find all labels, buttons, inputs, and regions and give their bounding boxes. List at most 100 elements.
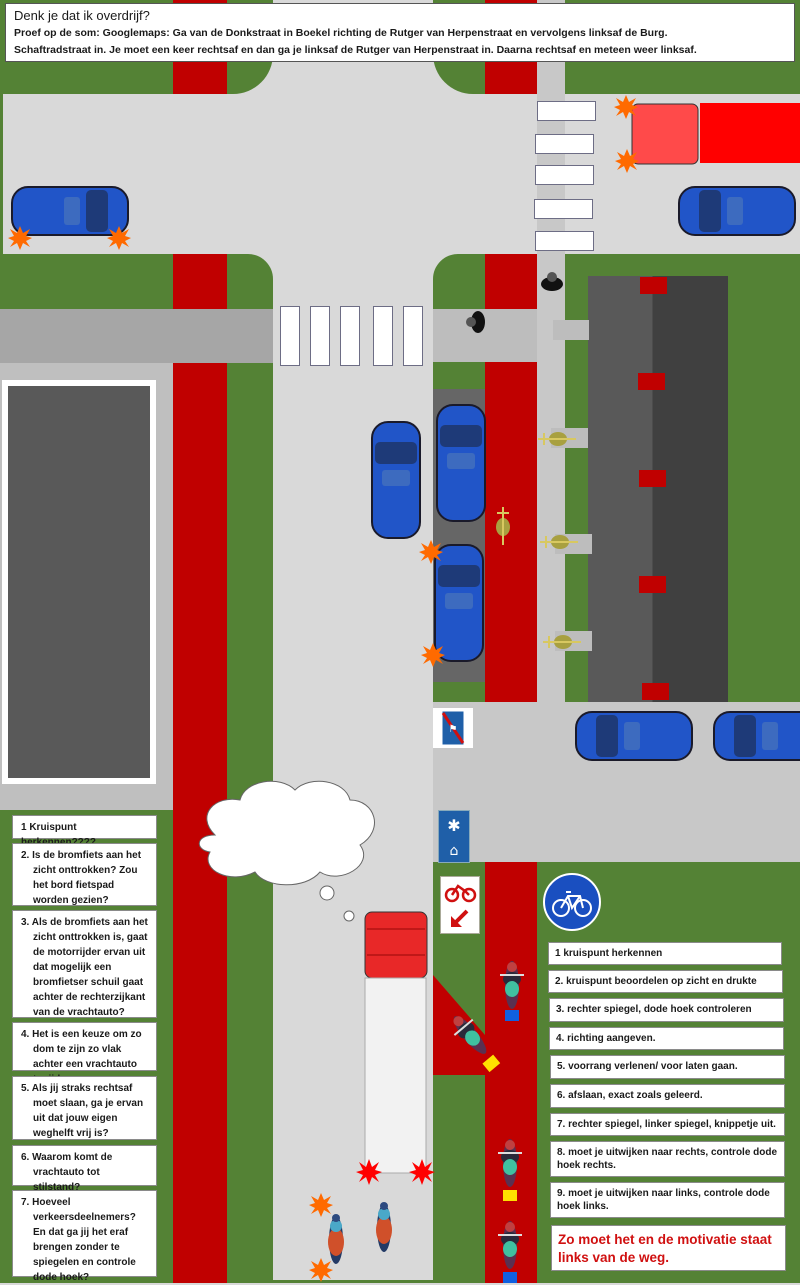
road-left-edge xyxy=(0,94,3,254)
question-text: 7. Hoeveel verkeersdeelnemers? En dat ga… xyxy=(21,1197,136,1283)
step-text: 4. richting aangeven. xyxy=(556,1033,656,1044)
moped xyxy=(497,1138,523,1188)
question-box: 2. Is de bromfiets aan het zicht onttrok… xyxy=(12,843,157,906)
warning-burst xyxy=(309,1258,333,1282)
bicycle-path-sign-icon xyxy=(543,873,601,931)
svg-text:✱: ✱ xyxy=(447,816,460,835)
moped-plate xyxy=(482,1054,501,1073)
woonerf-sign-icon: ✱⌂ xyxy=(438,810,470,863)
zebra-stripe xyxy=(280,306,300,366)
question-text: 5. Als jij straks rechtsaf moet slaan, g… xyxy=(21,1083,144,1139)
step-text: 3. rechter spiegel, dode hoek controlere… xyxy=(556,1004,752,1015)
moped xyxy=(444,1007,496,1063)
header-box: Denk je dat ik overdrijf? Proef op de so… xyxy=(5,3,795,62)
conclusion-box: Zo moet het en de motivatie staat links … xyxy=(551,1225,786,1271)
building-window xyxy=(642,683,669,700)
car-parked-3 xyxy=(434,544,484,662)
moped-onderbord-sign-icon xyxy=(440,876,480,934)
cyclist-parked xyxy=(537,431,577,447)
car-right-horizontal xyxy=(678,186,796,236)
road-edge-bottom xyxy=(273,1280,433,1283)
question-box: 7. Hoeveel verkeersdeelnemers? En dat ga… xyxy=(12,1190,157,1283)
step-box: 1 kruispunt herkennen xyxy=(548,942,782,965)
conclusion-text: Zo moet het en de motivatie staat links … xyxy=(558,1232,772,1265)
step-box: 8. moet je uitwijken naar rechts, contro… xyxy=(550,1141,785,1177)
pedestrian xyxy=(541,272,563,291)
motorcycle xyxy=(376,1202,392,1252)
question-text: 2. Is de bromfiets aan het zicht onttrok… xyxy=(21,850,142,906)
brake-light-burst xyxy=(356,1159,382,1185)
header-line-2: Schaftradstraat in. Je moet een keer rec… xyxy=(14,44,697,56)
cyclist-parked xyxy=(539,534,579,550)
brake-light-burst xyxy=(409,1159,435,1185)
question-box: 5. Als jij straks rechtsaf moet slaan, g… xyxy=(12,1076,157,1140)
building-right xyxy=(588,276,728,702)
step-box: 3. rechter spiegel, dode hoek controlere… xyxy=(549,998,784,1022)
car-lower-right-2 xyxy=(713,711,800,761)
question-text: 6. Waarom komt de vrachtauto tot stilsta… xyxy=(21,1152,113,1193)
bike-lane-right xyxy=(485,362,537,702)
moped-plate xyxy=(503,1272,517,1283)
parking-lot-left-inner xyxy=(8,386,150,778)
step-text: 8. moet je uitwijken naar rechts, contro… xyxy=(557,1147,778,1171)
header-title: Denk je dat ik overdrijf? xyxy=(14,8,150,23)
end-woonerf-sign-icon: ⚑ xyxy=(433,708,473,748)
cyclist-parked xyxy=(542,634,582,650)
building-window xyxy=(638,373,665,390)
bike-lane-mid-left xyxy=(173,254,227,309)
step-box: 4. richting aangeven. xyxy=(549,1027,784,1050)
step-box: 2. kruispunt beoordelen op zicht en druk… xyxy=(548,970,783,993)
zebra-stripe xyxy=(537,101,596,121)
driveway xyxy=(553,320,589,340)
step-text: 2. kruispunt beoordelen op zicht en druk… xyxy=(555,976,757,987)
step-text: 7. rechter spiegel, linker spiegel, knip… xyxy=(557,1119,776,1130)
cyclist-on-lane xyxy=(495,506,511,546)
step-box: 9. moet je uitwijken naar links, control… xyxy=(550,1182,785,1218)
step-box: 5. voorrang verlenen/ voor laten gaan. xyxy=(550,1055,785,1079)
truck-bottom xyxy=(364,911,428,1174)
moped xyxy=(497,1220,523,1270)
zebra-stripe xyxy=(534,199,593,219)
zebra-stripe xyxy=(403,306,423,366)
step-box: 6. afslaan, exact zoals geleerd. xyxy=(550,1084,785,1108)
svg-text:⌂: ⌂ xyxy=(450,843,459,859)
zebra-stripe xyxy=(535,165,594,185)
zebra-stripe xyxy=(373,306,393,366)
motorcycle xyxy=(328,1214,344,1264)
warning-burst xyxy=(309,1193,333,1217)
building-window xyxy=(640,277,667,294)
building-window xyxy=(639,576,666,593)
zebra-stripe xyxy=(535,134,594,154)
svg-text:⚑: ⚑ xyxy=(449,724,458,735)
sidewalk-right-cross xyxy=(433,309,537,362)
step-text: 6. afslaan, exact zoals geleerd. xyxy=(557,1090,703,1101)
question-box: 6. Waarom komt de vrachtauto tot stilsta… xyxy=(12,1145,157,1193)
building-window xyxy=(639,470,666,487)
question-text: 1 Kruispunt herkennen???? xyxy=(21,822,96,848)
zebra-stripe xyxy=(310,306,330,366)
zebra-stripe xyxy=(535,231,594,251)
grass-mid-left xyxy=(0,254,273,309)
bike-lane-mid-right xyxy=(485,254,537,309)
bike-lane-right-lower xyxy=(485,862,537,1283)
step-box: 7. rechter spiegel, linker spiegel, knip… xyxy=(550,1113,785,1136)
pedestrian xyxy=(466,311,485,333)
car-parked-1 xyxy=(371,421,421,539)
moped-plate xyxy=(505,1010,519,1021)
header-line-1: Proef op de som: Googlemaps: Ga van de D… xyxy=(14,27,668,39)
step-text: 1 kruispunt herkennen xyxy=(555,948,663,959)
car-lower-right-1 xyxy=(575,711,693,761)
step-text: 5. voorrang verlenen/ voor laten gaan. xyxy=(557,1061,738,1072)
car-left-horizontal xyxy=(11,186,129,236)
zebra-stripe xyxy=(340,306,360,366)
car-parked-2 xyxy=(436,404,486,522)
thought-cloud xyxy=(198,780,375,922)
step-text: 9. moet je uitwijken naar links, control… xyxy=(557,1188,770,1212)
grass-right-parking-bottom xyxy=(433,682,485,702)
sidewalk-left xyxy=(0,309,273,363)
grass-right-parking-top xyxy=(433,362,485,389)
truck-top-right xyxy=(631,103,800,165)
sidewalk-right-vertical xyxy=(537,94,565,702)
question-box: 4. Het is een keuze om zo dom te zijn zo… xyxy=(12,1022,157,1085)
